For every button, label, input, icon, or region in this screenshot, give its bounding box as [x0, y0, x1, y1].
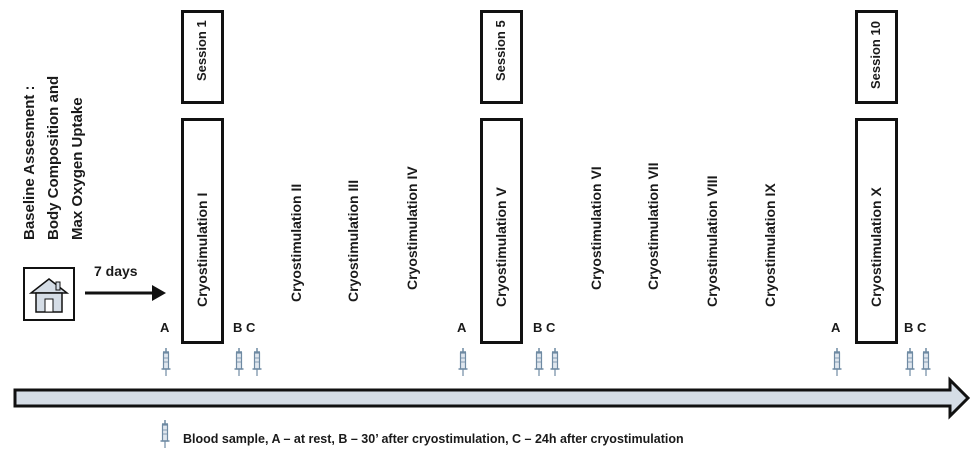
sample-marker-a: A	[160, 320, 170, 335]
session-box-10: Session 10	[855, 10, 898, 104]
cryostimulation-label: Cryostimulation III	[345, 179, 361, 302]
baseline-line2: Body Composition and	[45, 75, 62, 240]
syringe-icon	[251, 347, 263, 377]
cryostimulation-label: Cryostimulation VII	[645, 162, 661, 290]
house-icon	[23, 267, 75, 321]
cryostimulation-box-10: Cryostimulation X	[855, 118, 898, 344]
syringe-icon	[549, 347, 561, 377]
syringe-icon	[233, 347, 245, 377]
syringe-icon	[457, 347, 469, 377]
session-label: Session 1	[194, 20, 209, 81]
syringe-icon	[533, 347, 545, 377]
cryostimulation-box-5: Cryostimulation V	[480, 118, 523, 344]
legend-text: Blood sample, A – at rest, B – 30’ after…	[183, 432, 684, 446]
cryostimulation-label: Cryostimulation V	[493, 187, 509, 307]
baseline-line1: Baseline Assesment :	[21, 85, 38, 240]
session-label: Session 5	[493, 20, 508, 81]
cryostimulation-box-1: Cryostimulation I	[181, 118, 224, 344]
sample-marker-bc: B C	[904, 320, 927, 335]
syringe-icon	[159, 419, 171, 449]
sample-marker-a: A	[457, 320, 467, 335]
sample-marker-a: A	[831, 320, 841, 335]
session-box-1: Session 1	[181, 10, 224, 104]
timeline-arrow	[13, 376, 971, 420]
syringe-icon	[831, 347, 843, 377]
session-label: Session 10	[868, 21, 883, 89]
seven-days-arrow	[85, 285, 166, 301]
syringe-icon	[920, 347, 932, 377]
baseline-line3: Max Oxygen Uptake	[69, 97, 86, 240]
interval-label: 7 days	[94, 263, 138, 279]
baseline-text: Baseline Assesment : Body Composition an…	[18, 76, 90, 240]
session-box-5: Session 5	[480, 10, 523, 104]
cryostimulation-label: Cryostimulation VI	[588, 166, 604, 290]
cryostimulation-label: Cryostimulation X	[868, 187, 884, 307]
cryostimulation-label: Cryostimulation VIII	[704, 175, 720, 307]
sample-marker-bc: B C	[533, 320, 556, 335]
cryostimulation-label: Cryostimulation IX	[762, 183, 778, 307]
cryostimulation-label: Cryostimulation I	[194, 192, 210, 307]
cryostimulation-label: Cryostimulation IV	[404, 166, 420, 290]
cryostimulation-label: Cryostimulation II	[288, 183, 304, 302]
syringe-icon	[904, 347, 916, 377]
syringe-icon	[160, 347, 172, 377]
sample-marker-bc: B C	[233, 320, 256, 335]
